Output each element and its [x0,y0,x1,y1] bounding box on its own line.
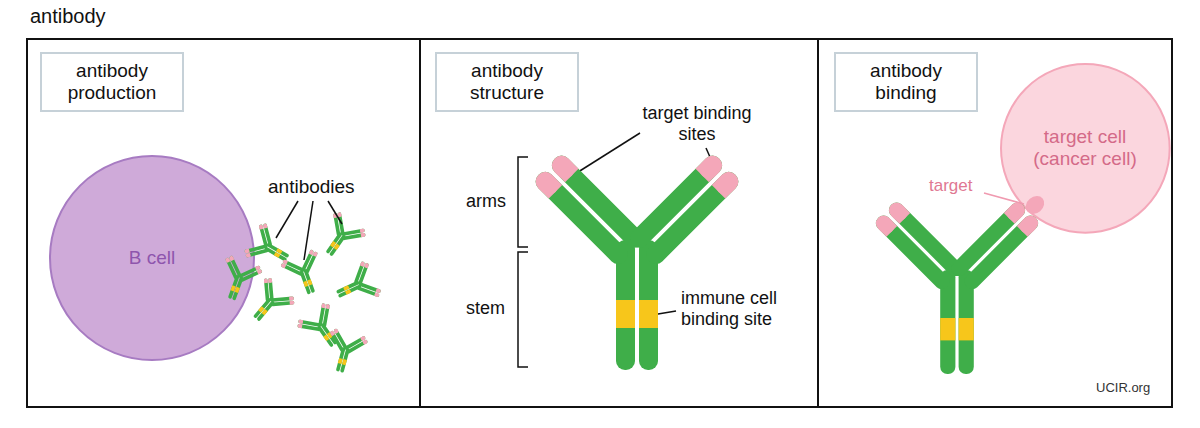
bracket-label: stem [466,298,505,319]
part-label: target binding sites [622,103,772,144]
panel-heading: antibody binding [850,60,962,104]
b-cell-circle: B cell [49,155,255,361]
panel-frames [27,39,1172,407]
target-cell-circle: target cell (cancer cell) [1000,63,1171,234]
part-label: target [929,176,972,196]
bracket-label: arms [466,191,506,212]
part-label: immune cell binding site [681,288,806,329]
bound-antibody [873,199,1041,374]
part-label: antibodies [268,176,355,198]
panel-heading: antibody production [56,60,168,104]
panel-heading-box: antibody structure [435,52,579,112]
cell-label: B cell [129,247,175,269]
panel-heading-box: antibody production [40,52,184,112]
panel-heading-box: antibody binding [834,52,978,112]
antibody-figure [532,152,742,370]
brackets [518,157,528,367]
panel-heading: antibody structure [451,60,563,104]
cell-label: target cell (cancer cell) [1015,126,1155,170]
watermark: UCIR.org [1096,381,1150,396]
diagram-title: antibody [30,5,106,28]
